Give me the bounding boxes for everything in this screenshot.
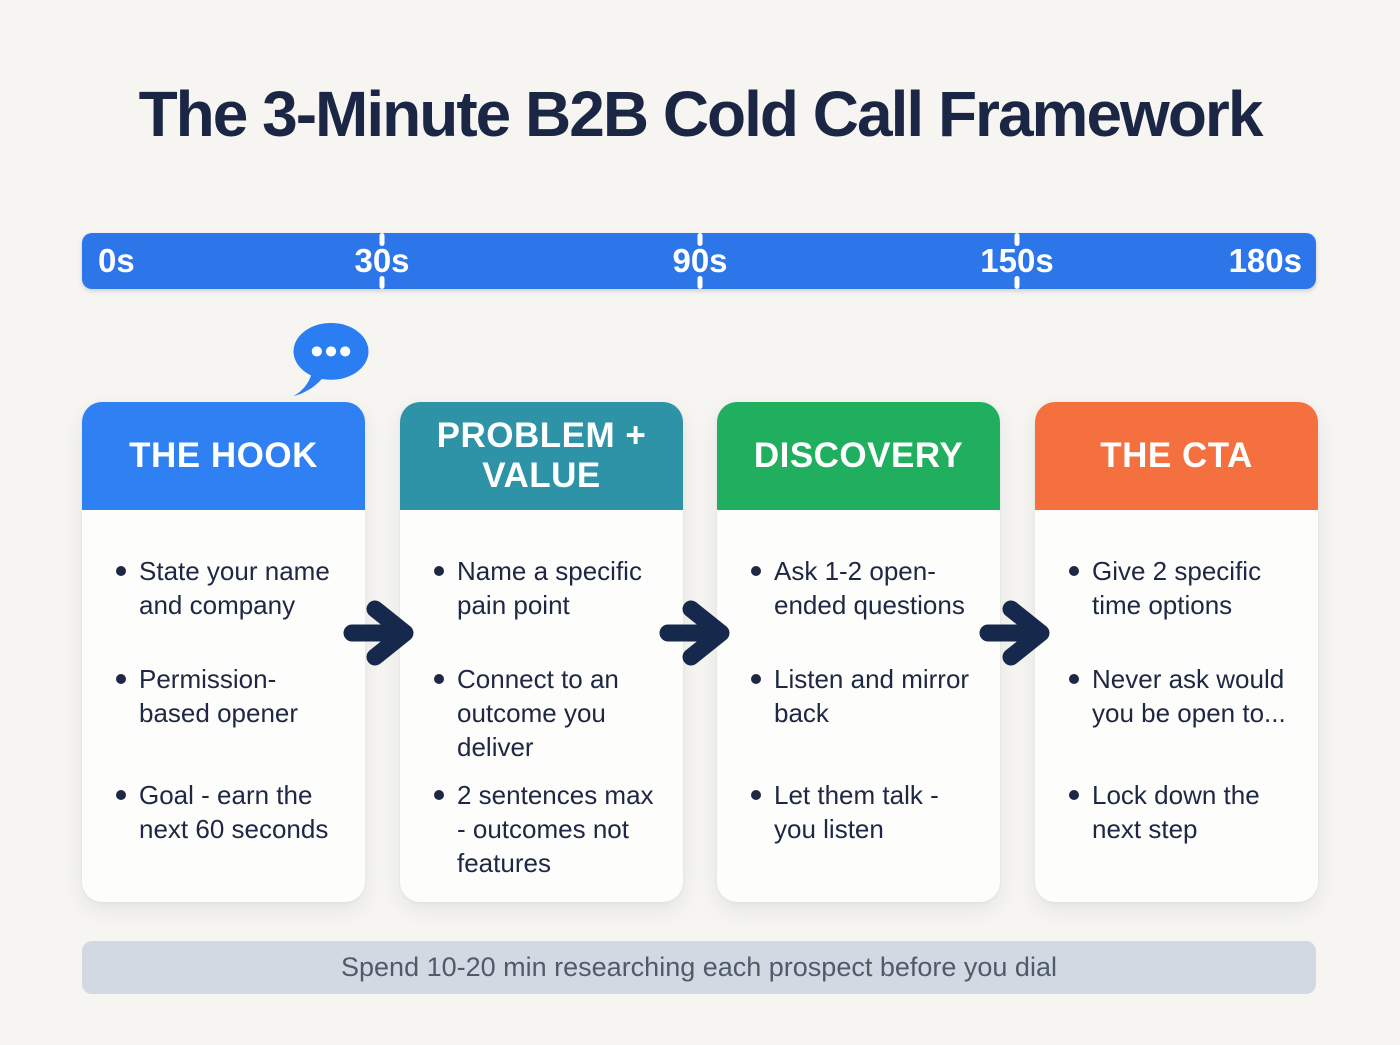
footer-note: Spend 10-20 min researching each prospec…	[82, 941, 1316, 994]
card-title: THE CTA	[1100, 435, 1253, 475]
bullet-item: Let them talk - you listen	[751, 778, 978, 846]
card-header: DISCOVERY	[717, 402, 1000, 510]
arrow-right-icon	[343, 600, 414, 666]
bullet-item: 2 sentences max - outcomes not features	[434, 778, 661, 880]
card-header: THE HOOK	[82, 402, 365, 510]
bullet-text: Give 2 specific time options	[1092, 556, 1262, 620]
bullet-item: Give 2 specific time options	[1069, 554, 1296, 622]
card-title: DISCOVERY	[753, 435, 964, 475]
bullet-item: Name a specific pain point	[434, 554, 661, 622]
card-the-hook: THE HOOK State your name and company Per…	[82, 402, 365, 902]
bullet-item: Goal - earn the next 60 seconds	[116, 778, 343, 846]
bullet-text: Never ask would you be open to...	[1092, 664, 1286, 728]
bullet-text: 2 sentences max - outcomes not features	[457, 780, 654, 878]
bullet-dot	[751, 790, 761, 800]
card-header: PROBLEM + VALUE	[400, 402, 683, 510]
timeline-tick	[1014, 233, 1020, 246]
timeline-tick	[379, 233, 385, 246]
bullet-dot	[116, 566, 126, 576]
bullet-dot	[116, 674, 126, 684]
timeline-tick	[379, 276, 385, 289]
bullet-dot	[1069, 566, 1079, 576]
timeline-label-180s: 180s	[1228, 242, 1302, 279]
timeline-tick	[1014, 276, 1020, 289]
card-problem-value: PROBLEM + VALUE Name a specific pain poi…	[400, 402, 683, 902]
timeline-tick	[697, 233, 703, 246]
bullet-dot	[1069, 790, 1079, 800]
arrow-right-icon	[979, 600, 1050, 666]
page-title: The 3-Minute B2B Cold Call Framework	[138, 78, 1264, 150]
bullet-item: Lock down the next step	[1069, 778, 1296, 846]
card-the-cta: THE CTA Give 2 specific time options Nev…	[1035, 402, 1318, 902]
bullet-dot	[434, 674, 444, 684]
arrow-right-icon	[659, 600, 730, 666]
timeline-tick	[697, 276, 703, 289]
bullet-item: Permission-based opener	[116, 662, 343, 730]
bullet-text: Ask 1-2 open-ended questions	[774, 556, 965, 620]
timeline-label-90s: 90s	[672, 242, 728, 279]
timeline-bar: 0s 30s 90s 150s 180s	[82, 233, 1316, 289]
bullet-dot	[434, 790, 444, 800]
card-title: THE HOOK	[129, 435, 318, 475]
bullet-text: Let them talk - you listen	[774, 780, 939, 844]
bullet-text: Goal - earn the next 60 seconds	[139, 780, 329, 844]
card-header: THE CTA	[1035, 402, 1318, 510]
bullet-dot	[116, 790, 126, 800]
bullet-item: Connect to an outcome you deliver	[434, 662, 661, 764]
bullet-dot	[1069, 674, 1079, 684]
bullet-text: Name a specific pain point	[457, 556, 642, 620]
bullet-dot	[751, 674, 761, 684]
bullet-text: Listen and mirror back	[774, 664, 970, 728]
speech-bubble-icon	[293, 323, 369, 396]
timeline-label-30s: 30s	[354, 242, 410, 279]
bullet-text: Permission-based opener	[139, 664, 299, 728]
footer-note-text: Spend 10-20 min researching each prospec…	[341, 952, 1057, 982]
card-title: PROBLEM + VALUE	[436, 415, 647, 495]
bullet-text: Connect to an outcome you deliver	[457, 664, 619, 762]
bullet-dot	[751, 566, 761, 576]
bullet-text: Lock down the next step	[1092, 780, 1260, 844]
bullet-text: State your name and company	[139, 556, 330, 620]
card-discovery: DISCOVERY Ask 1-2 open-ended questions L…	[717, 402, 1000, 902]
bullet-item: Ask 1-2 open-ended questions	[751, 554, 978, 622]
timeline-label-150s: 150s	[980, 242, 1054, 279]
bullet-dot	[434, 566, 444, 576]
timeline-label-0s: 0s	[98, 242, 135, 279]
bullet-item: State your name and company	[116, 554, 343, 622]
bullet-item: Never ask would you be open to...	[1069, 662, 1296, 730]
bullet-item: Listen and mirror back	[751, 662, 978, 730]
